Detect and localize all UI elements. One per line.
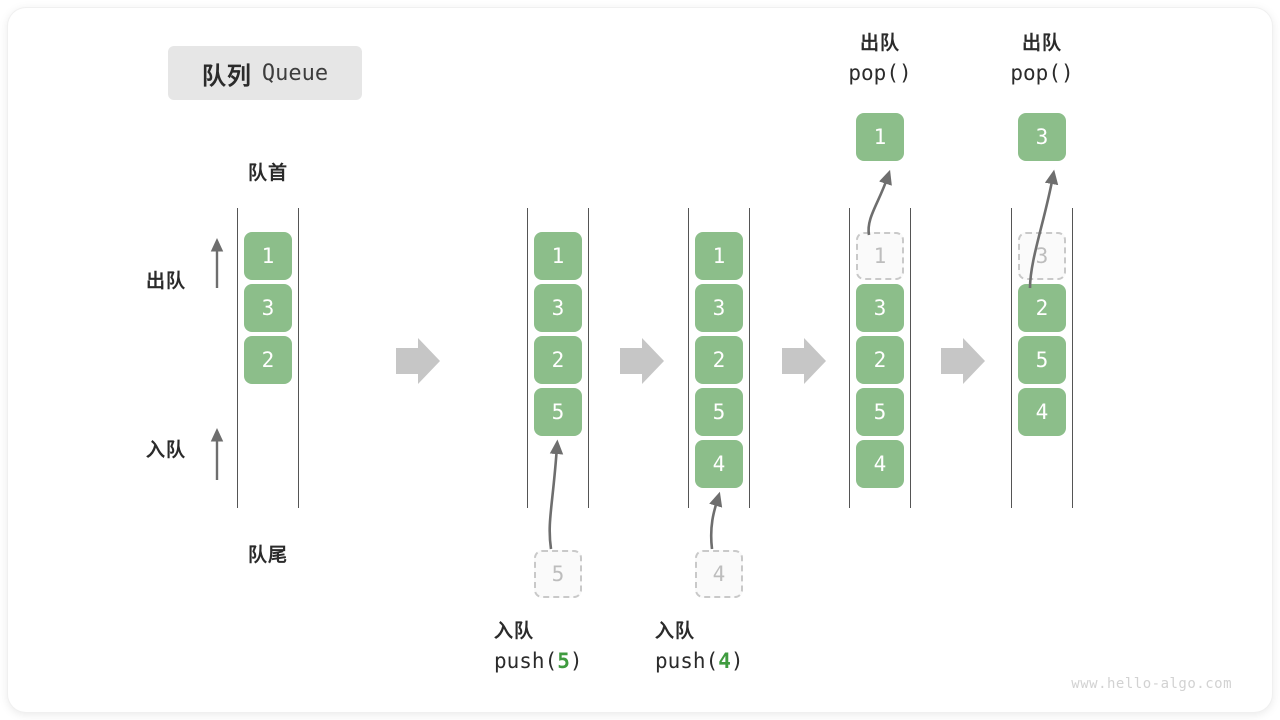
queue-cell: 4 <box>1018 388 1066 436</box>
queue-cell: 5 <box>856 388 904 436</box>
queue-cell-ghost: 1 <box>856 232 904 280</box>
column-foot-label-cn: 入队 <box>655 621 696 642</box>
queue-cell: 1 <box>534 232 582 280</box>
push-argument: 5 <box>557 648 570 673</box>
queue-cell: 2 <box>856 336 904 384</box>
queue-cell: 4 <box>695 440 743 488</box>
diagram-title-chip: 队列 Queue <box>168 46 362 100</box>
queue-cell-ghost: 3 <box>1018 232 1066 280</box>
queue-rail-right <box>588 208 589 508</box>
queue-cell: 2 <box>695 336 743 384</box>
incoming-element-ghost: 5 <box>534 550 582 598</box>
label-dequeue: 出队 <box>146 271 187 292</box>
queue-rail-right <box>1072 208 1073 508</box>
column-foot-label-cn: 入队 <box>494 621 535 642</box>
column-foot-label: 入队 push(5) <box>470 618 650 676</box>
push-argument: 4 <box>718 648 731 673</box>
label-queue-rear: 队尾 <box>247 545 288 566</box>
queue-rail-left <box>237 208 238 508</box>
popped-element: 3 <box>1018 113 1066 161</box>
column-foot-label: 入队 push(4) <box>631 618 811 676</box>
step-separator-arrow-2 <box>620 338 664 384</box>
label-queue-front: 队首 <box>247 163 288 184</box>
column-foot-label-code: push(5) <box>494 648 583 673</box>
queue-cell: 3 <box>695 284 743 332</box>
column-foot-label-code: push(4) <box>655 648 744 673</box>
diagram-title-en: Queue <box>261 60 329 86</box>
queue-cell: 2 <box>244 336 292 384</box>
queue-cell: 5 <box>695 388 743 436</box>
label-enqueue: 入队 <box>146 440 187 461</box>
popped-element: 1 <box>856 113 904 161</box>
queue-rail-right <box>298 208 299 508</box>
queue-cell: 1 <box>695 232 743 280</box>
step-separator-arrow-4 <box>941 338 985 384</box>
watermark: www.hello-algo.com <box>1071 676 1232 692</box>
queue-cell: 5 <box>1018 336 1066 384</box>
queue-rail-right <box>910 208 911 508</box>
queue-cell: 3 <box>534 284 582 332</box>
queue-cell: 3 <box>244 284 292 332</box>
diagram-title-cn: 队列 <box>201 62 252 90</box>
queue-rail-right <box>749 208 750 508</box>
column-head-label: 出队 pop() <box>790 30 970 88</box>
queue-cell: 2 <box>1018 284 1066 332</box>
queue-cell: 4 <box>856 440 904 488</box>
queue-cell: 1 <box>244 232 292 280</box>
incoming-element-ghost: 4 <box>695 550 743 598</box>
queue-cell: 2 <box>534 336 582 384</box>
column-head-label-cn: 出队 <box>859 33 900 54</box>
column-head-label: 出队 pop() <box>952 30 1132 88</box>
queue-rail-left <box>688 208 689 508</box>
column-head-label-cn: 出队 <box>1021 33 1062 54</box>
queue-rail-left <box>527 208 528 508</box>
queue-rail-left <box>1011 208 1012 508</box>
queue-rail-left <box>849 208 850 508</box>
step-separator-arrow-1 <box>396 338 440 384</box>
column-head-label-code: pop() <box>848 60 912 85</box>
column-head-label-code: pop() <box>1010 60 1074 85</box>
queue-cell: 5 <box>534 388 582 436</box>
queue-cell: 3 <box>856 284 904 332</box>
